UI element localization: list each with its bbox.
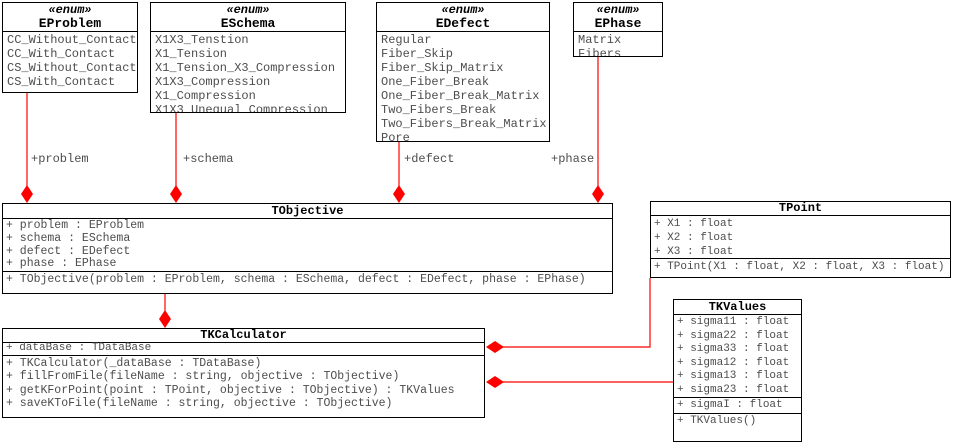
tkvalues-attributes: + sigma11 : float + sigma22 : float + si…: [674, 315, 801, 398]
tobjective-name: TObjective: [3, 204, 612, 219]
enum-literal: CC_With_Contact: [7, 47, 116, 61]
role-label-phase: +phase: [551, 152, 595, 166]
enum-literal: One_Fiber_Break_Matrix: [381, 89, 540, 103]
enum-literal: Fibers: [578, 47, 622, 57]
role-label-problem: +problem: [31, 152, 89, 166]
class-method: + TObjective(problem : EProblem, schema …: [6, 273, 586, 286]
ephase-stereotype: «enum»: [596, 3, 640, 17]
tpoint-methods: + TPoint(X1 : float, X2 : float, X3 : fl…: [651, 259, 950, 274]
enum-literal: X1X3_Compression: [155, 75, 271, 89]
tobjective-methods: + TObjective(problem : EProblem, schema …: [3, 272, 612, 287]
class-box-tpoint: TPoint + X1 : float + X2 : float + X3 : …: [650, 201, 951, 278]
composition-diamond-phase: [592, 185, 604, 203]
class-attribute: + sigma12 : float: [677, 356, 790, 369]
enum-literal: X1_Tension: [155, 47, 228, 61]
class-attribute: + sigma22 : float: [677, 329, 790, 342]
enum-literal: CS_With_Contact: [7, 75, 116, 89]
eschema-name: ESchema: [220, 16, 276, 31]
composition-diamond-tkvalues-calculator: [486, 376, 504, 388]
edefect-name: EDefect: [435, 16, 491, 31]
tkvalues-methods: + TKValues(): [674, 414, 801, 429]
eproblem-header: «enum» EProblem: [3, 3, 137, 32]
enum-box-ephase: «enum» EPhase Matrix Fibers: [573, 2, 663, 57]
class-attribute: + sigma23 : float: [677, 383, 790, 396]
class-method: + getKForPoint(point : TPoint, objective…: [6, 383, 455, 397]
enum-box-edefect: «enum» EDefect Regular Fiber_Skip Fiber_…: [376, 2, 550, 142]
class-box-tobjective: TObjective + problem : EProblem + schema…: [2, 203, 613, 294]
class-method: + TKValues(): [677, 414, 757, 427]
enum-literal: X1X3_Unequal_Compression: [155, 103, 328, 113]
ephase-name: EPhase: [594, 16, 642, 31]
ephase-header: «enum» EPhase: [574, 3, 662, 32]
role-label-schema: +schema: [183, 152, 234, 166]
enum-literal: Fiber_Skip: [381, 47, 454, 61]
class-attribute: + dataBase : TDataBase: [6, 342, 152, 354]
tpoint-attributes: + X1 : float + X2 : float + X3 : float: [651, 216, 950, 259]
class-attribute: + sigma33 : float: [677, 343, 790, 355]
enum-literal: X1_Compression: [155, 89, 256, 103]
enum-box-eproblem: «enum» EProblem CC_Without_Contact CC_Wi…: [2, 2, 138, 93]
class-attribute: + X1 : float: [654, 218, 734, 230]
tkcalculator-name: TKCalculator: [3, 329, 484, 343]
class-box-tkvalues: TKValues + sigma11 : float + sigma22 : f…: [673, 299, 802, 442]
class-attribute: + problem : EProblem: [6, 219, 145, 232]
class-attribute: + sigmaI : float: [677, 399, 783, 411]
class-attribute: + defect : EDefect: [6, 244, 131, 258]
enum-literal: One_Fiber_Break: [381, 75, 490, 89]
composition-diamond-objective-calculator: [159, 310, 171, 328]
enum-literal: Pore: [381, 131, 410, 142]
composition-diamond-tpoint-calculator: [486, 341, 504, 353]
enum-literal: Two_Fibers_Break: [381, 103, 497, 117]
edefect-stereotype: «enum»: [441, 3, 485, 17]
tobjective-attributes: + problem : EProblem + schema : ESchema …: [3, 219, 612, 272]
tkcalculator-methods: + TKCalculator(_dataBase : TDataBase) + …: [3, 356, 484, 411]
enum-literal: CS_Without_Contact: [7, 61, 137, 75]
tkcalculator-attributes: + dataBase : TDataBase: [3, 342, 484, 356]
eschema-literals: X1X3_Tenstion X1_Tension X1_Tension_X3_C…: [151, 32, 345, 113]
class-attribute: + X3 : float: [654, 246, 734, 258]
role-label-defect: +defect: [404, 152, 455, 166]
composition-diamond-problem: [21, 185, 33, 203]
eproblem-name: EProblem: [38, 16, 102, 31]
ephase-literals: Matrix Fibers: [574, 32, 662, 57]
enum-literal: Fiber_Skip_Matrix: [381, 61, 504, 75]
eproblem-literals: CC_Without_Contact CC_With_Contact CS_Wi…: [3, 32, 137, 89]
eschema-stereotype: «enum»: [226, 3, 270, 17]
eschema-header: «enum» ESchema: [151, 3, 345, 32]
tkvalues-attributes-static: + sigmaI : float: [674, 398, 801, 414]
class-attribute: + schema : ESchema: [6, 231, 131, 245]
class-attribute: + sigma11 : float: [677, 316, 790, 328]
class-method: + TKCalculator(_dataBase : TDataBase): [6, 356, 262, 370]
class-method: + saveKToFile(fileName : string, objecti…: [6, 397, 393, 410]
class-method: + TPoint(X1 : float, X2 : float, X3 : fl…: [654, 261, 945, 273]
class-attribute: + phase : EPhase: [6, 257, 117, 271]
edefect-header: «enum» EDefect: [377, 3, 549, 32]
tkvalues-name: TKValues: [674, 300, 801, 315]
enum-literal: CC_Without_Contact: [7, 33, 137, 47]
edefect-literals: Regular Fiber_Skip Fiber_Skip_Matrix One…: [377, 32, 549, 142]
class-attribute: + sigma13 : float: [677, 370, 790, 382]
tpoint-name: TPoint: [651, 202, 950, 216]
class-box-tkcalculator: TKCalculator + dataBase : TDataBase + TK…: [2, 328, 485, 418]
composition-diamond-schema: [170, 185, 182, 203]
enum-literal: X1X3_Tenstion: [155, 33, 249, 47]
class-attribute: + X2 : float: [654, 232, 734, 244]
enum-box-eschema: «enum» ESchema X1X3_Tenstion X1_Tension …: [150, 2, 346, 113]
enum-literal: Two_Fibers_Break_Matrix: [381, 117, 547, 131]
enum-literal: Matrix: [578, 33, 622, 47]
enum-literal: X1_Tension_X3_Compression: [155, 61, 336, 75]
class-method: + fillFromFile(fileName : string, object…: [6, 370, 400, 383]
enum-literal: Regular: [381, 33, 432, 47]
eproblem-stereotype: «enum»: [48, 3, 92, 17]
composition-diamond-defect: [393, 185, 405, 203]
